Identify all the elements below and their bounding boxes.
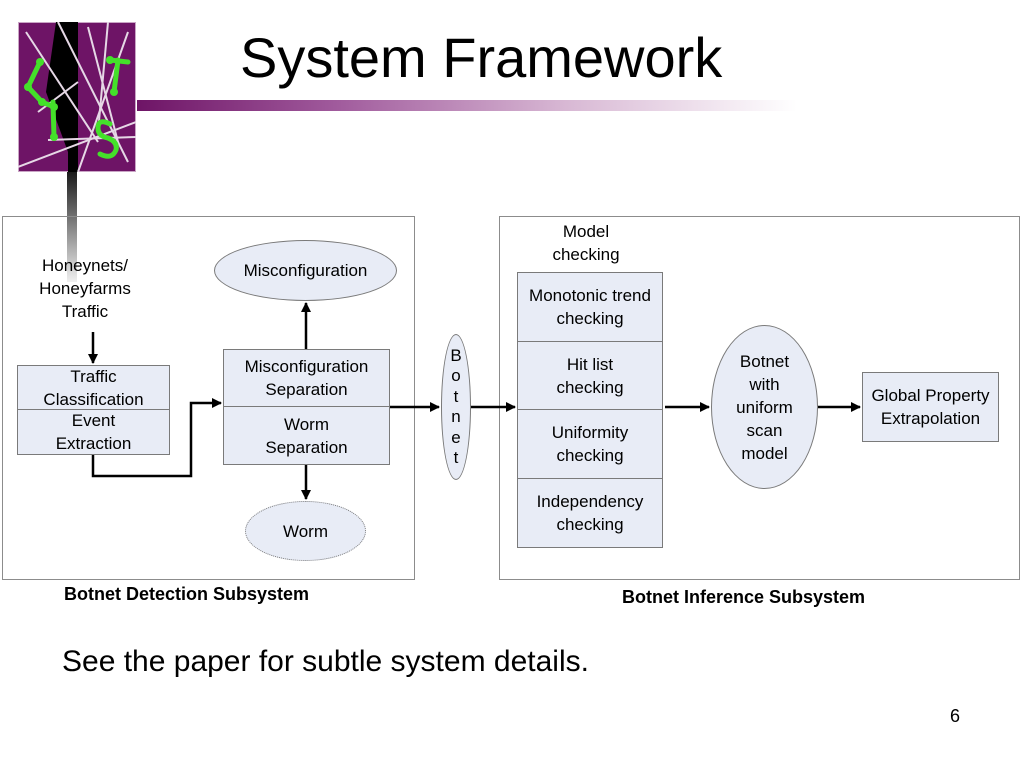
botnet-model-label: Botnet with uniform scan model xyxy=(736,351,793,463)
page-number: 6 xyxy=(950,706,961,726)
botnet-letter: e xyxy=(451,427,461,447)
ist-logo xyxy=(17,21,137,173)
botnet-letter: B xyxy=(450,345,462,365)
check-box-hit-list: Hit list checking xyxy=(517,341,663,410)
event-extraction-box: Event Extraction xyxy=(17,409,170,455)
misconfiguration-separation-box: Misconfiguration Separation xyxy=(223,349,390,407)
misconfiguration-label: Misconfiguration xyxy=(243,261,368,280)
title-underline-bar xyxy=(137,100,797,111)
body-text: See the paper for subtle system details. xyxy=(62,645,589,678)
model-checking-label: Model checking xyxy=(552,222,620,264)
detection-subsystem-caption: Botnet Detection Subsystem xyxy=(64,584,310,604)
worm-label: Worm xyxy=(282,521,328,541)
honeynets-traffic-label: Honeynets/ Honeyfarms Traffic xyxy=(20,254,150,323)
detection-subsystem-panel xyxy=(2,216,415,580)
input-label-line: Traffic xyxy=(61,302,109,321)
global-property-label: Global Property Extrapolation xyxy=(871,386,990,428)
check-label: Uniformity checking xyxy=(551,423,629,465)
botnet-letter: o xyxy=(451,366,461,385)
check-label: Hit list checking xyxy=(556,354,624,397)
traffic-classification-label: Traffic Classification xyxy=(43,366,144,409)
inference-subsystem-caption: Botnet Inference Subsystem xyxy=(622,587,866,607)
botnet-letter: t xyxy=(453,448,459,467)
slide-title: System Framework xyxy=(240,26,723,89)
check-box-uniformity: Uniformity checking xyxy=(517,409,663,479)
event-extraction-label: Event Extraction xyxy=(55,411,132,453)
check-label: Independency checking xyxy=(536,492,644,534)
inference-subsystem-panel xyxy=(499,216,1020,580)
worm-separation-box: Worm Separation xyxy=(223,406,390,465)
misconfiguration-ellipse: Misconfiguration xyxy=(214,240,397,301)
botnet-node-ellipse: B o t n e t xyxy=(441,334,471,480)
input-label-line: Honeynets/ xyxy=(42,256,128,275)
traffic-classification-box: Traffic Classification xyxy=(17,365,170,410)
botnet-model-ellipse: Botnet with uniform scan model xyxy=(711,325,818,489)
check-box-independency: Independency checking xyxy=(517,478,663,548)
worm-ellipse: Worm xyxy=(245,501,366,561)
check-label: Monotonic trend checking xyxy=(529,286,651,328)
botnet-letter: t xyxy=(453,386,459,406)
input-label-line: Honeyfarms xyxy=(39,279,131,298)
botnet-vertical-label: B o t n e t xyxy=(450,346,461,469)
worm-separation-label: Worm Separation xyxy=(265,414,348,457)
misconfiguration-separation-label: Misconfiguration Separation xyxy=(244,357,369,399)
decorative-vertical-bar xyxy=(67,172,77,282)
global-property-box: Global Property Extrapolation xyxy=(862,372,999,442)
check-box-monotonic: Monotonic trend checking xyxy=(517,272,663,342)
botnet-letter: n xyxy=(451,407,461,426)
